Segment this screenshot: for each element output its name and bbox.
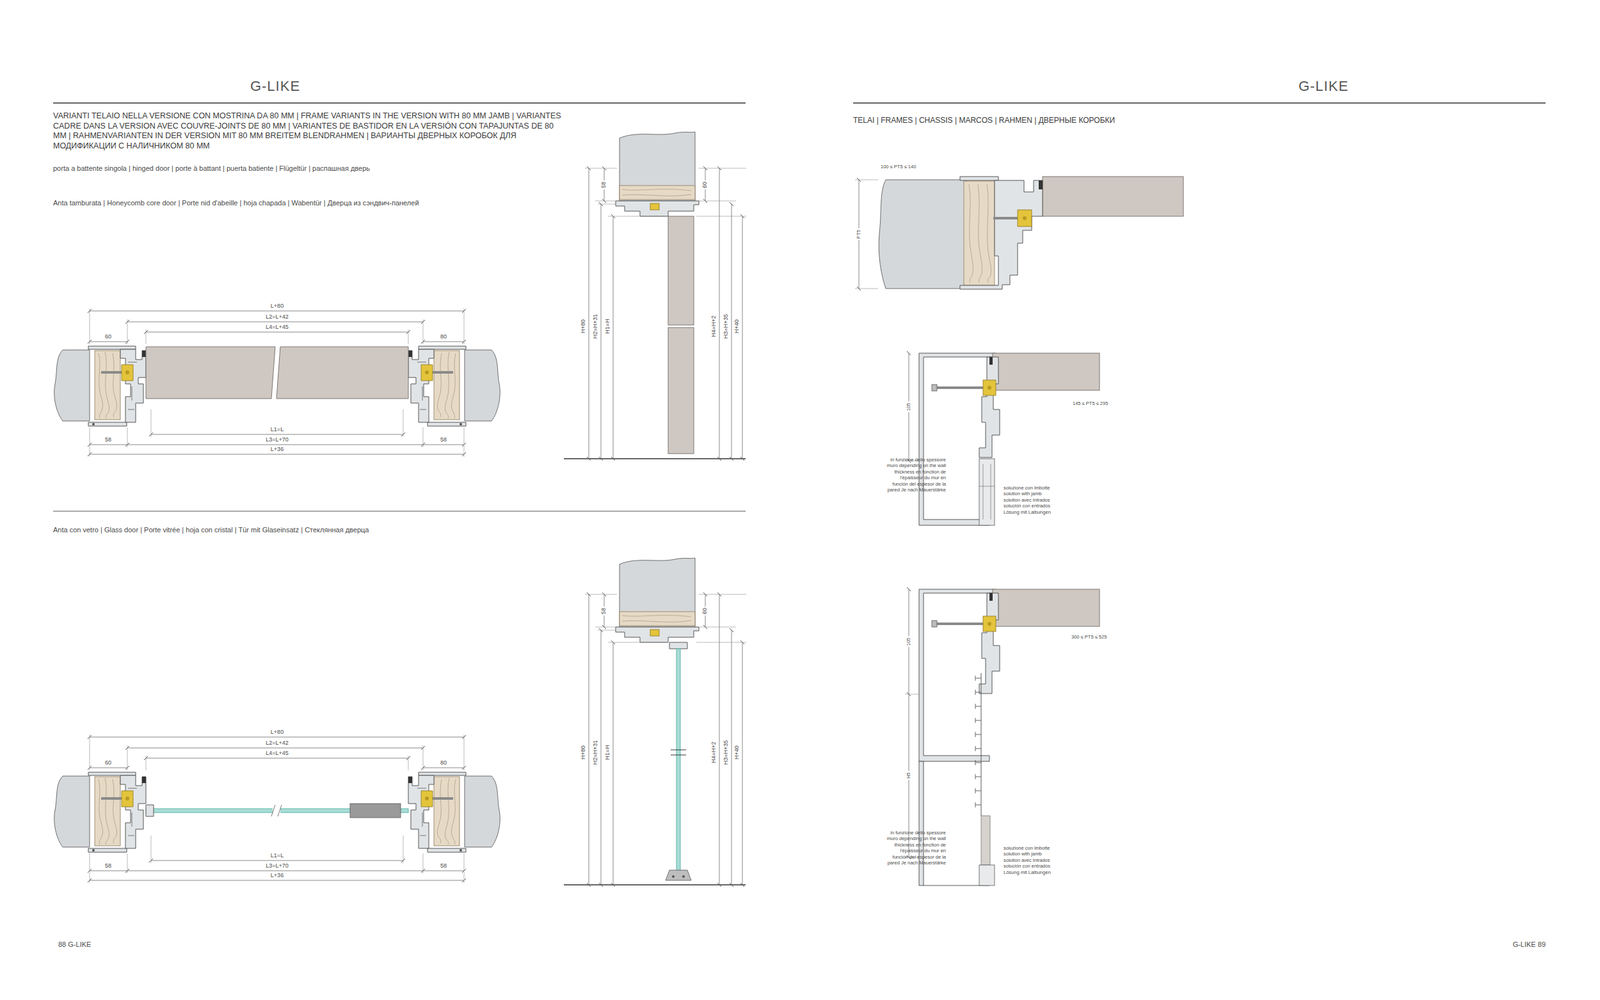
dimension-label: H+40	[733, 744, 741, 761]
dimension-label: 60	[701, 606, 709, 616]
dimension-label: L+36	[269, 872, 285, 880]
dimension-label: L3=L+70	[264, 862, 290, 870]
page-header: G-LIKE	[1298, 77, 1349, 96]
dimension-label: L1=L	[269, 426, 285, 434]
dimension-label: 58	[103, 862, 113, 870]
note-text: soluzione con imbotte solution with jamb…	[1003, 485, 1058, 516]
frame-section-2	[904, 353, 1100, 526]
dimension-label: 58	[600, 606, 608, 616]
dimension-label: 58	[439, 862, 448, 870]
dimension-label: 100 ≤ PT5 ≤ 140	[880, 163, 916, 170]
dimension-label: H+40	[733, 318, 741, 335]
elevation-glass	[563, 558, 747, 886]
page-number: G-LIKE 89	[1512, 940, 1546, 950]
dimension-label: H2=H+31	[592, 312, 600, 341]
dimension-label: H1=H	[604, 743, 612, 761]
elevation-hinged	[563, 131, 747, 459]
dimension-label: L3=L+70	[264, 436, 290, 444]
dimension-label: 300 ≤ PT5 ≤ 525	[1071, 634, 1107, 640]
section-divider	[53, 511, 746, 512]
dimension-label: 60	[701, 180, 709, 190]
dimension-label: 80	[439, 333, 448, 341]
dimension-label: 145 ≤ PT5 ≤ 295	[1072, 400, 1108, 407]
dimension-label: 105	[905, 636, 912, 648]
dimension-label: L+80	[269, 302, 285, 310]
dimension-label: H4=H+2	[710, 740, 718, 765]
dimension-label: H3=H+35	[722, 312, 730, 341]
dimension-label: L1=L	[269, 852, 285, 860]
dimension-label: 60	[103, 333, 113, 341]
note-text: in funzione dello spessore muro dependin…	[884, 456, 946, 493]
section-heading: TELAI | FRAMES | CHASSIS | MARCOS | RAHM…	[853, 115, 1115, 126]
dimension-label: H4=H+2	[710, 314, 718, 339]
frame-section-1	[855, 176, 1184, 290]
dimension-label: 58	[600, 180, 608, 190]
note-text: in funzione dello spessore muro dependin…	[884, 830, 946, 866]
dimension-label: L4=L+45	[264, 323, 290, 331]
dimension-label: H+80	[579, 744, 587, 761]
dimension-label: 105	[905, 401, 912, 413]
section-heading: VARIANTI TELAIO NELLA VERSIONE CON MOSTR…	[53, 111, 566, 152]
dimension-label: H5	[905, 771, 912, 781]
dimension-label: L+36	[269, 446, 285, 454]
dimension-label: H3=H+35	[722, 739, 730, 767]
dimension-label: L+80	[269, 728, 285, 736]
dimension-label: H2=H+31	[592, 739, 600, 767]
plan-section-hinged	[54, 308, 501, 457]
note-text: soluzione con imbotte solution with jamb…	[1003, 845, 1058, 876]
dimension-label: PT5	[855, 228, 862, 240]
dimension-label: 80	[439, 759, 448, 767]
dimension-label: 60	[103, 759, 113, 767]
dimension-label: L4=L+45	[264, 750, 290, 758]
page-header: G-LIKE	[250, 77, 301, 96]
page-number: 88 G-LIKE	[58, 940, 91, 950]
dimension-label: 58	[103, 436, 113, 444]
subheading: Anta con vetro | Glass door | Porte vitr…	[53, 526, 370, 536]
dimension-label: H1=H	[604, 317, 612, 335]
dimension-label: L2=L+42	[264, 739, 290, 747]
dimension-label: 58	[439, 436, 448, 444]
header-rule	[53, 102, 1546, 104]
subheading: Anta tamburata | Honeycomb core door | P…	[53, 199, 420, 208]
plan-section-glass	[54, 734, 501, 884]
dimension-label: H+80	[579, 318, 587, 335]
subheading: porta a battente singola | hinged door |…	[53, 164, 370, 174]
dimension-label: L2=L+42	[264, 313, 290, 321]
